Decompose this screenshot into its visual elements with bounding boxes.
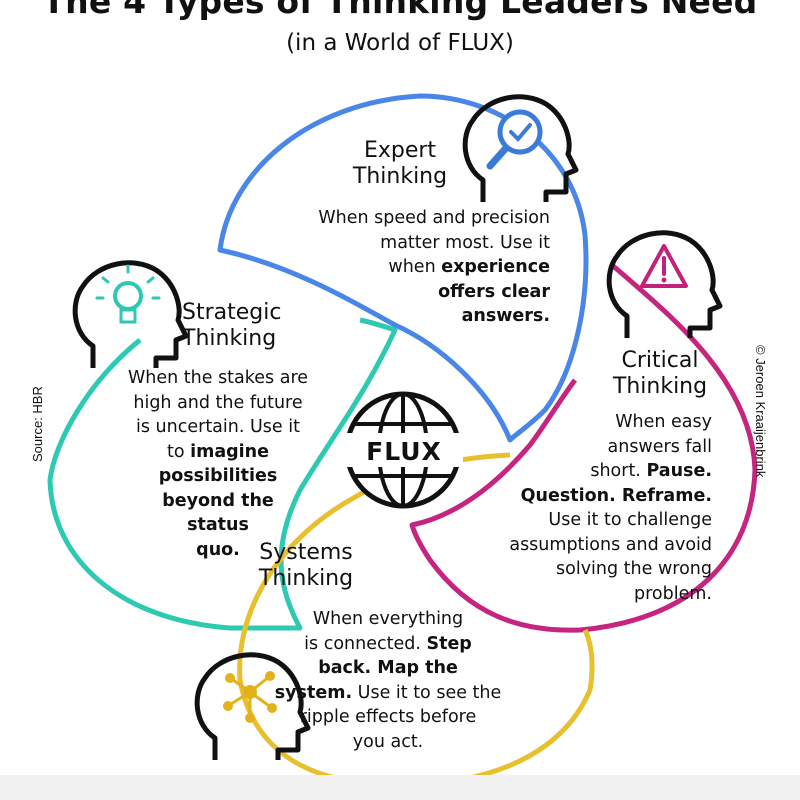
description-line: When speed and precision: [250, 206, 550, 231]
strategic-petal-outline: [47, 317, 398, 631]
emphasis-text: Step: [426, 633, 472, 654]
body-text: problem.: [634, 583, 712, 604]
description-line: status: [68, 513, 368, 538]
emphasis-text: status: [187, 515, 249, 535]
critical-heading: Critical Thinking: [590, 348, 730, 400]
emphasis-text: experience: [441, 257, 550, 277]
expert-heading: Expert Thinking: [330, 138, 470, 190]
expert-description: When speed and precision matter most. Use…: [250, 206, 550, 329]
description-line: solving the wrong: [412, 557, 712, 582]
description-line: is connected. Step: [238, 632, 538, 657]
strategic-description: When the stakes are high and the future is…: [68, 366, 368, 562]
description-line: assumptions and avoid: [412, 533, 712, 558]
body-text: Use it to see the: [352, 682, 502, 703]
head-lightbulb-icon: [72, 260, 189, 368]
description-line: When the stakes are: [68, 366, 368, 391]
emphasis-text: system.: [274, 682, 353, 703]
description-line: When everything: [238, 607, 538, 632]
description-line: high and the future: [68, 391, 368, 416]
emphasis-text: Pause.: [646, 461, 712, 481]
emphasis-text: Question. Reframe.: [520, 485, 712, 506]
author-credit: © Jeroen Kraaijenbrink: [753, 345, 768, 478]
body-text: assumptions and avoid: [509, 534, 712, 555]
expert-heading-line: Expert: [363, 138, 437, 163]
description-line: beyond the: [68, 489, 368, 514]
emphasis-text: quo.: [196, 539, 240, 560]
description-line: quo.: [68, 538, 368, 563]
globe-icon: [343, 391, 463, 509]
body-text: is uncertain. Use it: [136, 417, 300, 437]
critical-heading-line: Thinking: [612, 374, 708, 399]
systems-heading: Systems Thinking: [236, 540, 376, 592]
body-text: When easy: [615, 412, 712, 432]
body-text: When everything: [312, 609, 464, 629]
description-line: you act.: [238, 730, 538, 755]
critical-petal-outline: [409, 263, 758, 633]
description-line: is uncertain. Use it: [68, 415, 368, 440]
emphasis-text: offers clear: [438, 281, 550, 302]
description-line: answers fall: [412, 435, 713, 460]
strategic-heading-line: Strategic: [182, 300, 282, 325]
body-text: solving the wrong: [556, 559, 712, 579]
description-line: system. Use it to see the: [238, 681, 538, 706]
body-text: answers fall: [607, 436, 713, 457]
body-text: you act.: [352, 731, 424, 752]
critical-heading-line: Critical: [621, 348, 699, 373]
body-text: ripple effects before: [299, 707, 477, 727]
body-text: short.: [590, 461, 647, 481]
description-line: offers clear: [250, 280, 550, 305]
description-line: to imagine: [68, 440, 368, 465]
description-line: answers.: [250, 304, 550, 329]
description-line: matter most. Use it: [250, 231, 550, 256]
body-text: matter most. Use it: [380, 232, 550, 253]
description-line: Question. Reframe.: [412, 484, 712, 509]
source-note: Source: HBR: [30, 386, 45, 462]
page-title: The 4 Types of Thinking Leaders Need: [42, 0, 758, 21]
body-text: high and the future: [133, 392, 303, 413]
strategic-heading: Strategic Thinking: [182, 300, 322, 352]
emphasis-text: possibilities: [158, 466, 278, 486]
description-line: ripple effects before: [238, 705, 538, 730]
description-line: problem.: [412, 582, 712, 607]
emphasis-text: imagine: [190, 441, 270, 462]
head-magnifier-check-icon: [462, 94, 579, 202]
systems-heading-line: Systems: [259, 540, 353, 565]
description-line: Use it to challenge: [412, 508, 712, 533]
page-subtitle: (in a World of FLUX): [286, 30, 514, 56]
body-text: when: [388, 257, 442, 277]
emphasis-text: answers.: [461, 306, 550, 326]
emphasis-text: beyond the: [162, 490, 274, 511]
description-line: short. Pause.: [412, 459, 712, 484]
body-text: to: [166, 441, 191, 462]
description-line: when experience: [250, 255, 550, 280]
body-text: Use it to challenge: [548, 510, 712, 530]
head-warning-icon: [606, 230, 723, 338]
strategic-heading-line: Thinking: [182, 326, 277, 351]
emphasis-text: back. Map the: [318, 658, 458, 678]
bottom-strip: [0, 775, 800, 800]
center-flux-label: FLUX: [366, 437, 442, 466]
body-text: is connected.: [304, 633, 427, 654]
body-text: When speed and precision: [318, 208, 550, 228]
body-text: When the stakes are: [127, 368, 309, 388]
description-line: back. Map the: [238, 656, 538, 681]
description-line: possibilities: [68, 464, 368, 489]
head-network-icon: [194, 652, 311, 760]
expert-heading-line: Thinking: [352, 164, 448, 189]
description-line: When easy: [412, 410, 712, 435]
expert-petal-outline: [217, 93, 589, 443]
systems-heading-line: Thinking: [258, 566, 354, 591]
